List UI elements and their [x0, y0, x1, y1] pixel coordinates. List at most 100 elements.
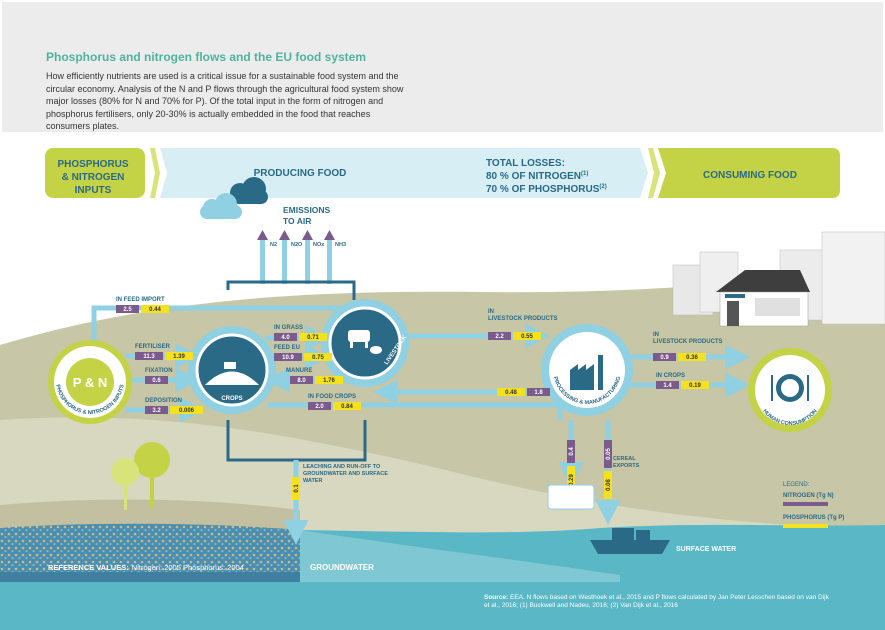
banner-producing-text: PRODUCING FOOD [254, 168, 347, 179]
cow-icon [348, 330, 370, 342]
groundwater-layer [0, 523, 300, 585]
phosphorus-value-bg [567, 466, 575, 494]
emissions-title-1: EMISSIONS [283, 205, 331, 215]
processing-node: PROCESSING & MANUFACTURING [541, 324, 633, 416]
nitrogen-value: 1.8 [534, 390, 543, 396]
nitrogen-value-bg [656, 381, 679, 389]
surface-water-label: SURFACE WATER [676, 546, 736, 553]
legend-phosphorus: PHOSPHORUS (Tg P) [783, 515, 844, 521]
nitrogen-value: 0.9 [660, 355, 669, 361]
phosphorus-value-bg [165, 352, 193, 360]
gas-label-0: N2 [270, 242, 277, 248]
banner-inputs-text-2: & NITROGEN [62, 172, 125, 183]
flow-tag-5: 10.9 0.75 FEED EU [274, 345, 332, 361]
phosphorus-value: 0.006 [179, 408, 195, 414]
field-icon [205, 371, 259, 385]
total-losses-title: TOTAL LOSSES: [486, 158, 565, 169]
gas-label-1: N2O [291, 242, 303, 248]
flow-label-2: FIXATION [145, 368, 173, 374]
nitrogen-value: 0.6 [152, 378, 161, 384]
banner-consuming-text: CONSUMING FOOD [703, 170, 797, 181]
flow-label-7: IN FOOD CROPS [308, 394, 356, 400]
source-label: Source: [484, 594, 509, 601]
tractor-icon [224, 362, 236, 369]
crops-node-label: CROPS [221, 396, 242, 402]
gas-label-2: NOx [313, 242, 325, 248]
phosphorus-value: 0.44 [149, 307, 161, 313]
nitrogen-value: 11.3 [143, 354, 155, 360]
phosphorus-value: 0.36 [686, 355, 698, 361]
flow-label-14-0: CEREAL [613, 456, 636, 462]
nitrogen-value-bg [145, 406, 168, 414]
page-title: Phosphorus and nitrogen flows and the EU… [46, 50, 367, 64]
city-buildings-icon [672, 231, 885, 327]
flow-tag-4: 4.0 0.71 IN GRASS [274, 325, 327, 341]
crops-node: CROPS [188, 326, 276, 414]
inputs-node-label: P & N [73, 375, 107, 390]
flow-label-4: IN GRASS [274, 325, 303, 331]
header-panel [2, 2, 883, 132]
flow-tag-9: 0.48 1.8 [497, 388, 550, 396]
losses-phosphorus: 70 % OF PHOSPHORUS(2) [486, 184, 607, 195]
nitrogen-value-bg [604, 440, 612, 468]
source-text: EEA. N flows based on Westhoek et al., 2… [484, 594, 829, 609]
phosphorus-value-bg [304, 353, 332, 361]
nitrogen-value-bg [290, 376, 313, 384]
phosphorus-value-bg [333, 402, 361, 410]
emissions-title-2: TO AIR [283, 216, 311, 226]
phosphorus-value-bg [315, 376, 343, 384]
inputs-node: P & N PHOSPHORUS & NITROGEN INPUTS [48, 340, 132, 424]
nitrogen-value-bg [274, 353, 302, 361]
phosphorus-value: 1.39 [173, 354, 185, 360]
ship-icon [590, 528, 670, 554]
phosphorus-value-bg [170, 406, 203, 414]
cloud-icon [200, 177, 268, 219]
flow-label-12-0: LEACHING AND RUN-OFF TO [303, 464, 381, 470]
legend: LEGEND: NITROGEN (Tg N) PHOSPHORUS (Tg P… [783, 482, 844, 528]
nitrogen-value: 2.0 [315, 404, 324, 410]
flow-label-3: DEPOSITION [145, 398, 182, 404]
knife-icon [807, 375, 809, 401]
nitrogen-value: 10.9 [282, 355, 294, 361]
emission-gas-labels: N2 N2O NOx NH3 [270, 242, 346, 248]
nitrogen-value-bg [488, 332, 511, 340]
nitrogen-value: 4.0 [281, 335, 290, 341]
phosphorus-value: 0.1 [294, 484, 300, 493]
nitrogen-value: 1.4 [663, 383, 672, 389]
phosphorus-value: 0.48 [505, 390, 517, 396]
phosphorus-value: 0.75 [312, 355, 324, 361]
pig-icon [370, 346, 382, 354]
source-note: Source: EEA. N flows based on Westhoek e… [484, 594, 829, 610]
flow-tag-3: 3.2 0.006 DEPOSITION [145, 398, 203, 414]
gas-label-3: NH3 [335, 242, 346, 248]
flow-label-5: FEED EU [274, 345, 300, 351]
phosphorus-value: 0.71 [307, 335, 319, 341]
phosphorus-value-bg [681, 381, 709, 389]
flow-label-14-1: EXPORTS [613, 463, 640, 469]
flow-tag-0: 2.5 0.44 IN FEED IMPORT [116, 297, 169, 313]
flow-label-10: IN [653, 332, 659, 338]
legend-nitrogen: NITROGEN (Tg N) [783, 493, 834, 499]
phosphorus-value-bg [497, 388, 525, 396]
banner-producing [160, 148, 648, 198]
nitrogen-value: 3.2 [152, 408, 161, 414]
groundwater-label: GROUNDWATER [310, 563, 374, 572]
factory-icon [570, 364, 594, 390]
banner-inputs [45, 148, 145, 198]
banner-inputs-text-1: PHOSPHORUS [57, 159, 128, 170]
phosphorus-value: 0.55 [521, 334, 533, 340]
nitrogen-value: 2.5 [123, 307, 132, 313]
phosphorus-value: 0.29 [569, 474, 575, 486]
flow-label-0: IN FEED IMPORT [116, 297, 165, 303]
flow-tag-2: 0.6 FIXATION [145, 368, 173, 384]
nitrogen-value-bg [527, 388, 550, 396]
livestock-node: LIVESTOCK [321, 299, 409, 387]
phosphorus-value-bg [141, 305, 169, 313]
nitrogen-value: 8.0 [297, 378, 306, 384]
